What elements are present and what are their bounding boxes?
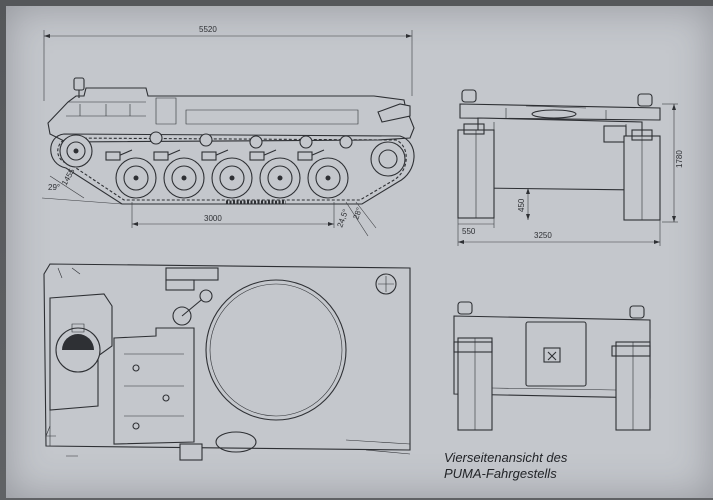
front-lamp-right xyxy=(637,93,653,107)
dim-rear-angle-2: 28° xyxy=(351,206,364,220)
top-view xyxy=(43,263,411,461)
turret-ring xyxy=(205,279,347,421)
rear-view xyxy=(453,301,651,431)
idler-wheel xyxy=(370,141,406,177)
hull-side xyxy=(47,87,415,143)
dimension-track-contact: 3000 xyxy=(131,202,335,228)
side-view: 5520 xyxy=(41,25,415,237)
return-rollers xyxy=(105,131,353,161)
drawing-sheet: 5520 xyxy=(6,6,713,498)
caption-line-2: PUMA-Fahrgestells xyxy=(444,466,557,481)
figure-caption: Vierseitenansicht des PUMA-Fahrgestells xyxy=(444,450,644,482)
rear-lamp-right xyxy=(629,305,645,319)
dim-front-angle-2: 1455 xyxy=(60,167,77,187)
dim-rear-width: 550 xyxy=(462,227,476,236)
front-lamp-left xyxy=(461,89,477,103)
caption-line-1: Vierseitenansicht des xyxy=(444,450,568,465)
front-view: 1780 450 550 3250 xyxy=(457,89,684,246)
rear-door xyxy=(525,321,587,387)
dim-front-angle-1: 29° xyxy=(48,183,60,192)
headlamp xyxy=(73,77,85,91)
rear-lamp-left xyxy=(457,301,473,315)
track-side xyxy=(50,133,415,205)
dim-ground-clearance: 450 xyxy=(517,198,526,212)
dim-rear-angle-1: 24,5° xyxy=(335,208,350,229)
dim-overall-width: 3250 xyxy=(534,231,552,240)
dimension-overall-length: 5520 xyxy=(43,25,413,101)
dim-overall-length: 5520 xyxy=(199,25,217,34)
road-wheels xyxy=(115,157,349,199)
technical-drawing: 5520 xyxy=(41,25,684,461)
dim-total-height: 1780 xyxy=(675,150,684,168)
dim-track-contact-length: 3000 xyxy=(204,214,222,223)
